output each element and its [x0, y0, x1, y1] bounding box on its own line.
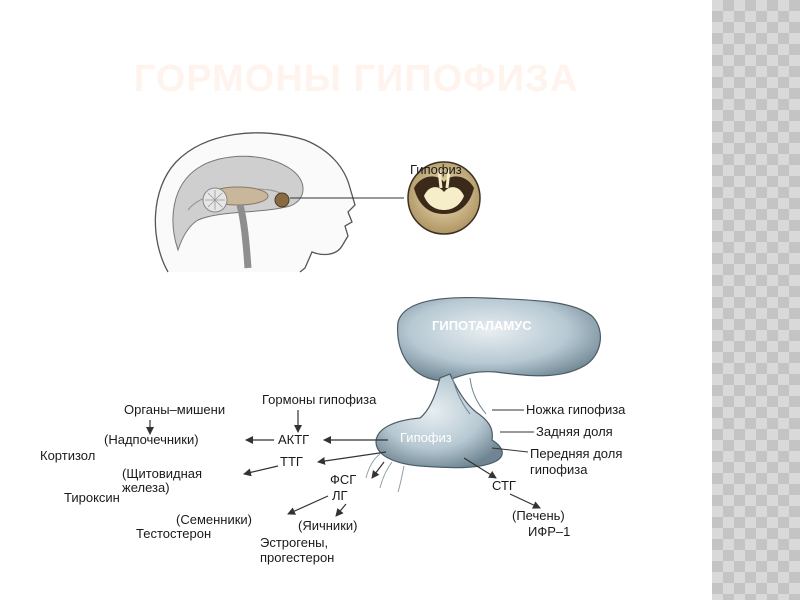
pituitary-label: Гипофиз	[400, 430, 452, 445]
posterior-lobe-label: Задняя доля	[536, 424, 613, 439]
thyroid-label-2: железа)	[122, 480, 170, 495]
side-decoration	[712, 0, 800, 600]
estrogens-label-2: прогестерон	[260, 550, 334, 565]
hormones-header: Гормоны гипофиза	[262, 392, 377, 407]
liver-label: (Печень)	[512, 508, 565, 523]
head-figure	[154, 132, 404, 273]
ttg-arrow	[317, 451, 387, 465]
hypothalamus-label: ГИПОТАЛАМУС	[432, 318, 532, 333]
stalk-label: Ножка гипофиза	[526, 402, 626, 417]
testosterone-label: Тестостерон	[136, 526, 211, 541]
gland-drawing	[365, 296, 601, 493]
slide	[0, 0, 712, 600]
anterior-leader-line	[491, 447, 529, 453]
thyroxine-label: Тироксин	[64, 490, 120, 505]
estrogens-label-1: Эстрогены,	[260, 535, 328, 550]
slide-title: ГОРМОНЫ ГИПОФИЗА	[133, 58, 579, 100]
pituitary-zoom-circle	[407, 161, 481, 235]
pituitary-zoom-label: Гипофиз	[410, 162, 462, 177]
cortisol-label: Кортизол	[40, 448, 95, 463]
igf-label: ИФР–1	[528, 524, 570, 539]
ovaries-label: (Яичники)	[298, 518, 357, 533]
thyroid-arrow	[243, 465, 279, 477]
ttg-label: ТТГ	[280, 454, 303, 469]
stg-label: СТГ	[492, 478, 516, 493]
liver-arrow	[509, 493, 541, 509]
testes-arrow	[287, 495, 329, 515]
actg-label: АКТГ	[278, 432, 309, 447]
lg-label: ЛГ	[332, 488, 348, 503]
thyroid-label-1: (Щитовидная	[122, 466, 202, 481]
adrenals-label: (Надпочечники)	[104, 432, 199, 447]
ovaries-arrow	[335, 503, 347, 517]
fsg-label: ФСГ	[330, 472, 356, 487]
fsg-arrow	[371, 461, 385, 479]
anterior-lobe-label-2: гипофиза	[530, 462, 588, 477]
stg-arrow	[463, 457, 497, 479]
anterior-lobe-label-1: Передняя доля	[530, 446, 622, 461]
target-organs-header: Органы–мишени	[124, 402, 225, 417]
testes-label: (Семенники)	[176, 512, 252, 527]
